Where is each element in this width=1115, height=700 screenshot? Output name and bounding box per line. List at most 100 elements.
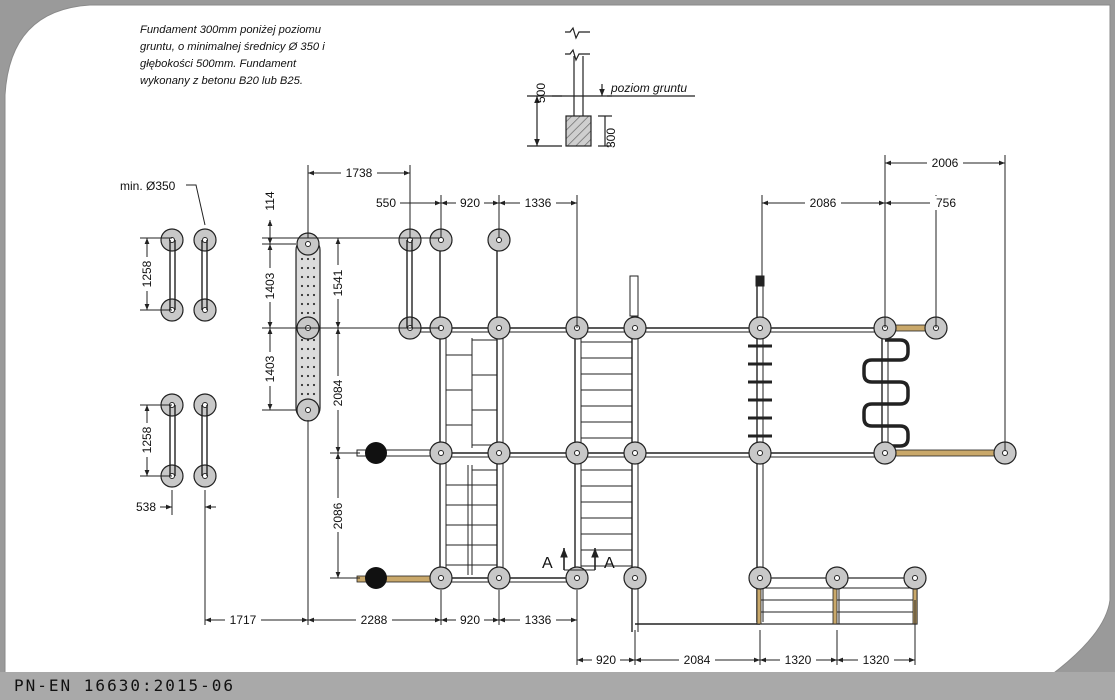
panel-hole	[300, 293, 304, 297]
panel-hole	[300, 374, 304, 378]
panel-hole	[300, 302, 304, 306]
panel-hole	[312, 338, 316, 342]
post-marker	[574, 450, 580, 456]
panel-hole	[312, 365, 316, 369]
panel-hole	[300, 347, 304, 351]
dim-1336-top: 1336	[525, 196, 552, 210]
panel-hole	[312, 266, 316, 270]
panel-hole	[306, 284, 310, 288]
post-marker	[438, 450, 444, 456]
post-marker	[882, 450, 888, 456]
panel-hole	[300, 383, 304, 387]
panel-hole	[306, 266, 310, 270]
panel-hole	[306, 311, 310, 315]
dim-1336-bottom: 1336	[525, 613, 552, 627]
post-marker	[496, 325, 502, 331]
dim-550-top: 550	[376, 196, 396, 210]
footer-bar	[0, 672, 1115, 700]
dim-756: 756	[936, 196, 956, 210]
note-line-4: wykonany z betonu B20 lub B25.	[140, 75, 303, 87]
panel-hole	[300, 257, 304, 261]
section-marker-left: A	[542, 555, 553, 572]
dim-2084-left: 2084	[331, 379, 345, 406]
separate-bars	[169, 240, 413, 476]
foundation-note: Fundament 300mm poniżej poziomu gruntu, …	[140, 22, 380, 90]
ground-level-label: poziom gruntu	[610, 81, 687, 95]
dim-920-lower: 920	[596, 653, 616, 667]
dim-2086-top: 2086	[810, 196, 837, 210]
panel-hole	[300, 392, 304, 396]
dim-920-bottom: 920	[460, 613, 480, 627]
panel-hole	[312, 257, 316, 261]
dim-1717: 1717	[230, 613, 257, 627]
panel-hole	[306, 392, 310, 396]
post-marker	[912, 575, 918, 581]
depth-500-label: 500	[534, 83, 548, 103]
post-marker	[757, 575, 763, 581]
post-marker	[305, 241, 311, 247]
panel-hole	[312, 347, 316, 351]
dim-538: 538	[136, 500, 156, 514]
post-marker	[496, 575, 502, 581]
post-marker	[757, 325, 763, 331]
panel-hole	[312, 392, 316, 396]
note-line-2: gruntu, o minimalnej średnicy Ø 350 i	[140, 41, 325, 53]
panel-hole	[312, 311, 316, 315]
post-marker	[632, 575, 638, 581]
panel-hole	[312, 356, 316, 360]
post-marker	[305, 407, 311, 413]
post-marker	[632, 450, 638, 456]
panel-hole	[306, 275, 310, 279]
post-marker	[438, 575, 444, 581]
anchor-footing	[365, 442, 387, 464]
post-marker	[574, 575, 580, 581]
post-marker	[496, 450, 502, 456]
anchor-footing	[365, 567, 387, 589]
panel-hole	[300, 365, 304, 369]
panel-hole	[300, 284, 304, 288]
post-marker	[834, 575, 840, 581]
panel-hole	[306, 293, 310, 297]
post-marker	[1002, 450, 1008, 456]
panel-hole	[306, 383, 310, 387]
dim-1320-b: 1320	[863, 653, 890, 667]
panel-hole	[300, 275, 304, 279]
post-marker	[496, 237, 502, 243]
dim-1541: 1541	[331, 269, 345, 296]
dim-1258-lower: 1258	[140, 426, 154, 453]
panel-hole	[306, 257, 310, 261]
dim-2288: 2288	[361, 613, 388, 627]
dim-920-top: 920	[460, 196, 480, 210]
panel-hole	[312, 293, 316, 297]
panel-hole	[300, 266, 304, 270]
panel-hole	[300, 356, 304, 360]
foundation-section-detail	[527, 26, 695, 147]
dim-2086-left: 2086	[331, 502, 345, 529]
panel-hole	[312, 275, 316, 279]
dim-1738: 1738	[346, 166, 373, 180]
panel-hole	[306, 365, 310, 369]
dim-114: 114	[263, 191, 277, 210]
standard-label: PN-EN 16630:2015-06	[14, 676, 236, 695]
section-marker-right: A	[604, 555, 615, 572]
panel-hole	[300, 338, 304, 342]
panel-hole	[306, 356, 310, 360]
dim-1258-upper: 1258	[140, 260, 154, 287]
drawing-sheet	[4, 4, 1111, 691]
min-diameter-label: min. Ø350	[120, 179, 176, 193]
panel-hole	[312, 284, 316, 288]
note-line-1: Fundament 300mm poniżej poziomu	[140, 24, 321, 36]
panel-hole	[312, 302, 316, 306]
post-marker	[757, 450, 763, 456]
dim-2006: 2006	[932, 156, 959, 170]
panel-hole	[306, 347, 310, 351]
panel-hole	[300, 311, 304, 315]
dim-1320-a: 1320	[785, 653, 812, 667]
depth-300-label: 300	[604, 128, 618, 148]
note-line-3: głębokości 500mm. Fundament	[140, 58, 297, 70]
panel-hole	[306, 374, 310, 378]
panel-hole	[312, 374, 316, 378]
post-marker	[632, 325, 638, 331]
panel-hole	[306, 302, 310, 306]
